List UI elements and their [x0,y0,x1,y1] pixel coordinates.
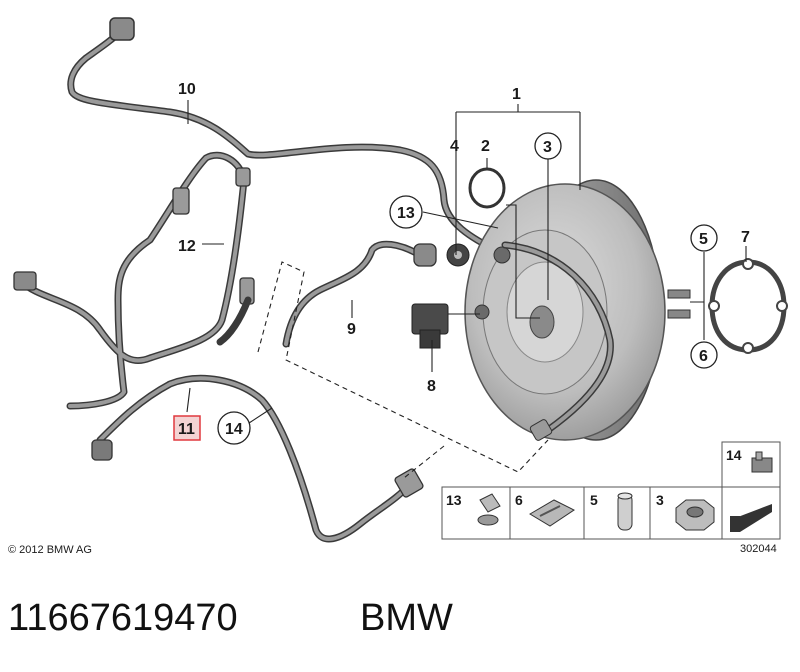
legend-label-13: 13 [446,492,462,508]
copyright-text: © 2012 BMW AG [8,544,92,556]
vacuum-line-9 [282,240,437,348]
label-3: 3 [543,139,552,156]
hose-connector-top [109,17,135,41]
label-7: 7 [741,229,750,246]
leader-lines [186,100,747,479]
label-4: 4 [450,138,459,155]
brand-name: BMW [360,597,453,639]
diagram-number: 302044 [740,543,777,555]
part-number: 11667619470 [8,597,238,639]
label-5-circle [690,224,718,252]
small-parts-legend: 14 13 6 5 3 [441,441,781,540]
o-ring-2 [468,167,506,209]
label-10: 10 [178,81,196,98]
label-1: 1 [512,86,521,103]
label-11: 11 [178,421,195,438]
brake-booster [464,179,691,441]
label-12: 12 [178,238,196,255]
check-valve-connector [413,243,437,267]
label-14-circle [217,411,251,445]
label-2: 2 [481,138,490,155]
label-8: 8 [427,378,436,395]
arrow-icon [730,504,772,532]
grommet-4 [446,243,470,267]
vacuum-line-11 [91,374,424,543]
part-labels: 1 2 3 4 5 6 7 8 9 10 11 12 13 14 [173,81,750,445]
label-11-highlight [173,415,201,441]
label-9: 9 [347,321,356,338]
label-13: 13 [397,205,415,222]
pressure-sensor-8 [411,303,449,349]
label-6-circle [690,341,718,369]
clip-14-icon [751,451,773,473]
grommet-13-icon [477,493,501,526]
legend-label-6: 6 [515,492,523,508]
label-6: 6 [699,348,708,365]
vacuum-line-10 [67,17,504,256]
legend-label-3: 3 [656,492,664,508]
label-14: 14 [225,421,243,438]
gasket-7 [708,258,788,354]
nut-3-icon [675,499,715,531]
label-5: 5 [699,231,708,248]
label-13-circle [389,195,423,229]
label-3-circle [534,132,562,160]
vacuum-line-12 [13,151,255,410]
legend-label-14: 14 [726,447,742,463]
bracket-6-icon [529,499,575,527]
legend-label-5: 5 [590,492,598,508]
pin-5-icon [617,492,633,531]
